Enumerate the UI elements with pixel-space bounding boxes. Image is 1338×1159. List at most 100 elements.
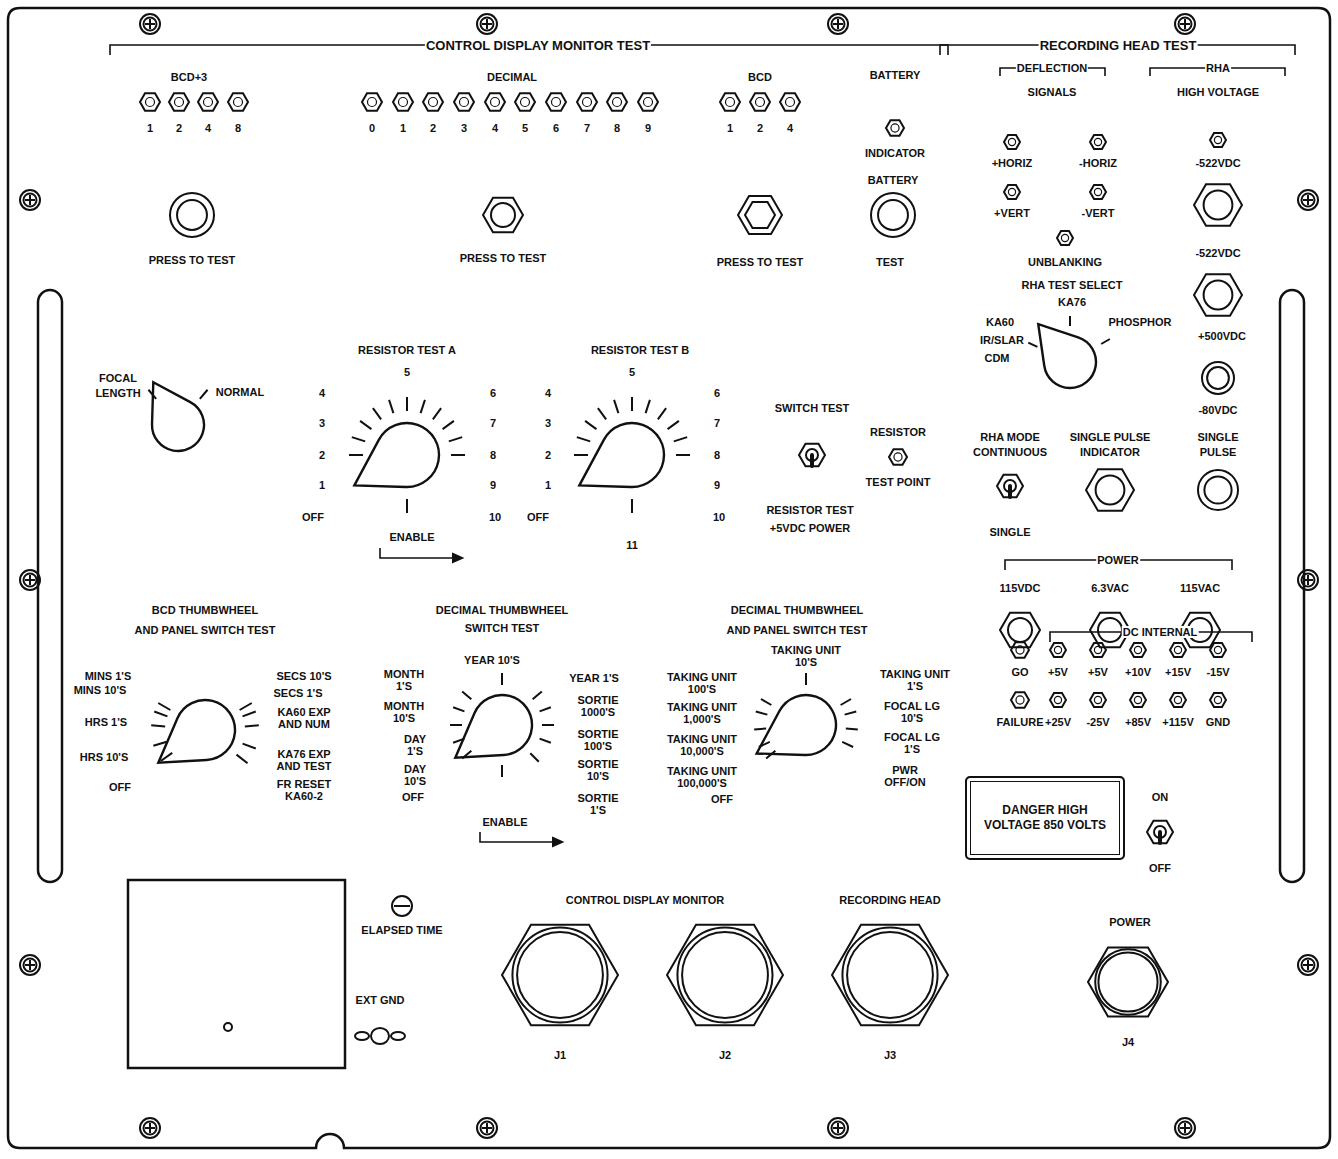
panel-label: SECS 1'S — [272, 687, 323, 699]
panel-label: SORTIE 1000'S — [572, 694, 624, 718]
panel-screw — [20, 955, 40, 975]
selector-tick — [243, 744, 256, 749]
lamp-lens — [1008, 138, 1015, 145]
panel-label: BCD THUMBWHEEL — [151, 604, 259, 616]
panel-label: TAKING UNIT 1,000'S — [661, 701, 743, 725]
indicator-lamp — [1170, 693, 1186, 707]
indicator-lamp — [1090, 135, 1106, 149]
lamp-lens — [1016, 696, 1024, 704]
panel-label: AND PANEL SWITCH TEST — [726, 624, 869, 636]
panel-label: 4 — [786, 122, 794, 134]
selector-tick — [658, 408, 666, 419]
indicator-lamp — [1004, 135, 1020, 149]
selector-tick — [676, 454, 690, 456]
panel-label: 1 — [318, 479, 326, 491]
panel-label: DEFLECTION — [1016, 62, 1088, 74]
screw-slot — [837, 1123, 839, 1133]
lamp-lens — [1094, 188, 1101, 195]
panel-label: 9 — [644, 122, 652, 134]
screw-slot — [1307, 575, 1309, 585]
panel-label: 10 — [488, 511, 502, 523]
selector-tick — [766, 751, 775, 759]
panel-label: CDM — [983, 352, 1010, 364]
panel-screw — [477, 14, 497, 34]
elapsed-time-meter — [392, 896, 412, 916]
push-button-cap — [878, 200, 908, 230]
panel-label: AND PANEL SWITCH TEST — [134, 624, 277, 636]
lamp-lens — [1134, 696, 1141, 703]
panel-label: 5 — [403, 366, 411, 378]
panel-label: MINS 10'S — [73, 684, 128, 696]
panel-label: OFF — [301, 511, 325, 523]
hex-button-cap — [1008, 618, 1032, 642]
selector-tick — [449, 437, 462, 441]
panel-screw — [828, 14, 848, 34]
indicator-lamp — [780, 93, 800, 110]
connector-face — [517, 932, 603, 1018]
window-pin — [224, 1023, 232, 1031]
rotary-knob — [579, 423, 664, 487]
wing-nut — [391, 1032, 405, 1040]
panel-screw-head — [24, 959, 37, 972]
panel-label: -522VDC — [1194, 157, 1241, 169]
panel-label: POWER — [1096, 554, 1140, 566]
panel-label: PHOSPHOR — [1108, 316, 1173, 328]
panel-label: SECS 10'S — [275, 670, 332, 682]
indicator-lamp — [720, 93, 740, 110]
panel-label: OFF — [108, 781, 132, 793]
panel-label: FAILURE — [995, 716, 1044, 728]
selector-tick — [243, 712, 256, 717]
panel-label: ELAPSED TIME — [360, 924, 443, 936]
indicator-lamp — [393, 93, 413, 110]
indicator-lamp — [886, 120, 904, 136]
warning-text: DANGER HIGH VOLTAGE 850 VOLTS — [977, 803, 1113, 833]
panel-label: 2 — [544, 449, 552, 461]
selector-tick — [462, 751, 471, 759]
panel-label: PULSE — [1199, 446, 1238, 458]
panel-label: LENGTH — [94, 387, 141, 399]
panel-label: 9 — [489, 479, 497, 491]
screw-slot — [29, 195, 31, 205]
panel-label: RESISTOR TEST — [765, 504, 854, 516]
indicator-lamp — [423, 93, 443, 110]
selector-tick — [451, 454, 465, 456]
lamp-lens — [644, 98, 653, 107]
lamp-lens — [1061, 234, 1068, 241]
rotary-knob — [152, 382, 204, 451]
lamp-lens — [234, 98, 243, 107]
toggle-bat — [810, 455, 814, 466]
selector-tick — [245, 725, 259, 726]
panel-label: 11 — [625, 539, 639, 551]
panel-label: RESISTOR TEST B — [590, 344, 690, 356]
toggle-nut — [1147, 821, 1173, 844]
panel-label: +500VDC — [1197, 330, 1247, 342]
panel-label: 0 — [368, 122, 376, 134]
panel-label: OFF — [1148, 862, 1172, 874]
screw-slot — [1307, 960, 1309, 970]
screw-slot — [1307, 195, 1309, 205]
panel-label: INDICATOR — [1079, 446, 1141, 458]
toggle-bat — [1008, 486, 1012, 497]
lamp-lens — [1008, 188, 1015, 195]
wing-nut — [355, 1032, 369, 1040]
panel-screw-head — [24, 574, 37, 587]
panel-label: +VERT — [993, 207, 1031, 219]
lamp-lens — [1134, 646, 1141, 653]
panel-label: RHA MODE — [979, 431, 1040, 443]
panel-label: DECIMAL — [486, 71, 538, 83]
indicator-lamp — [1090, 643, 1106, 657]
hex-button — [1194, 184, 1242, 226]
rotary-knob — [455, 695, 532, 758]
panel-label: POWER — [1108, 916, 1152, 928]
panel-label: -VERT — [1081, 207, 1116, 219]
panel-label: SINGLE — [989, 526, 1032, 538]
selector-tick — [406, 499, 408, 513]
panel-label: SWITCH TEST — [464, 622, 541, 634]
panel-label: RECORDING HEAD — [838, 894, 941, 906]
panel-label: 7 — [489, 417, 497, 429]
selector-tick — [501, 765, 503, 777]
panel-screw — [1298, 955, 1318, 975]
panel-label: -HORIZ — [1078, 157, 1118, 169]
indicator-lamp — [1210, 643, 1226, 657]
